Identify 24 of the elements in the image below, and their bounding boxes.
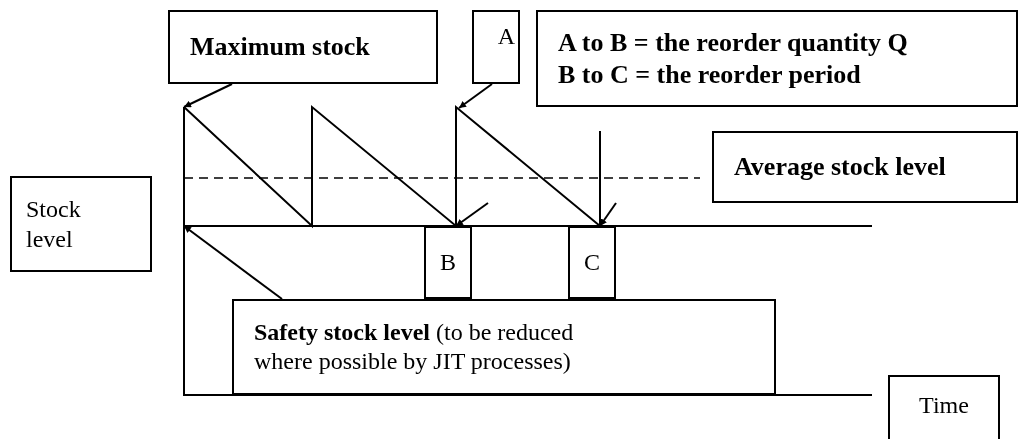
leader-arrow bbox=[599, 202, 617, 227]
definition-box bbox=[536, 10, 1018, 107]
point-label-box bbox=[472, 10, 520, 84]
callout-box bbox=[232, 299, 776, 395]
box-text: B bbox=[440, 248, 456, 277]
box-text: Stock level bbox=[26, 195, 82, 254]
leader-arrow bbox=[183, 225, 283, 300]
callout-box bbox=[168, 10, 438, 84]
box-text: C bbox=[584, 248, 600, 277]
box-text: Average stock level bbox=[734, 151, 946, 183]
box-text: A to B = the reorder quantity Q bbox=[558, 27, 908, 59]
leader-arrow bbox=[183, 83, 233, 108]
leader-arrow bbox=[455, 202, 489, 227]
box-text: Safety stock level (to be reduced where possible by JIT processes) bbox=[254, 318, 575, 376]
callout-box bbox=[712, 131, 1018, 203]
axis-label-box bbox=[10, 176, 152, 272]
axis-label-box bbox=[888, 375, 1000, 439]
box-text: A bbox=[497, 22, 515, 51]
box-text: Time bbox=[919, 391, 969, 420]
box-text: Maximum stock bbox=[190, 31, 370, 63]
point-label-box bbox=[568, 226, 616, 299]
leader-arrow bbox=[458, 83, 493, 109]
point-label-box bbox=[424, 226, 472, 299]
box-text: B to C = the reorder period bbox=[558, 58, 861, 90]
